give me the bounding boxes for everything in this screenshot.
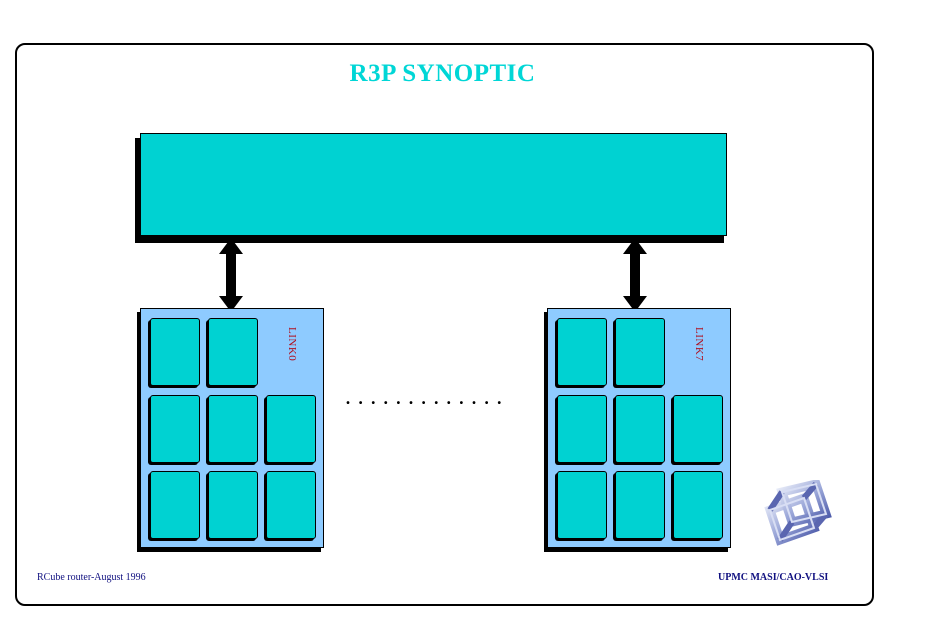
chip: [266, 395, 316, 463]
chip: [150, 471, 200, 539]
footer-right: UPMC MASI/CAO-VLSI: [718, 572, 829, 583]
chip: [615, 318, 665, 386]
footer-left: RCube router-August 1996: [37, 572, 146, 583]
chip: [208, 471, 258, 539]
central-bus-block: [140, 133, 727, 236]
chip: [266, 471, 316, 539]
link7-node-board: LINK7: [547, 308, 731, 548]
chip: [150, 318, 200, 386]
chip: [208, 318, 258, 386]
ellipsis: .............: [345, 384, 509, 410]
chip: [673, 471, 723, 539]
chip: [557, 318, 607, 386]
link-label: LINK0: [286, 327, 298, 362]
link0-node-board: LINK0: [140, 308, 324, 548]
cube-logo-icon: [764, 480, 832, 546]
link-label: LINK7: [693, 327, 705, 362]
chip: [615, 471, 665, 539]
chip: [208, 395, 258, 463]
slide-title: R3P SYNOPTIC: [349, 60, 536, 87]
chip: [557, 471, 607, 539]
chip: [150, 395, 200, 463]
chip: [615, 395, 665, 463]
chip: [673, 395, 723, 463]
chip: [557, 395, 607, 463]
double-arrow-icon: [219, 238, 243, 312]
double-arrow-icon: [623, 238, 647, 312]
